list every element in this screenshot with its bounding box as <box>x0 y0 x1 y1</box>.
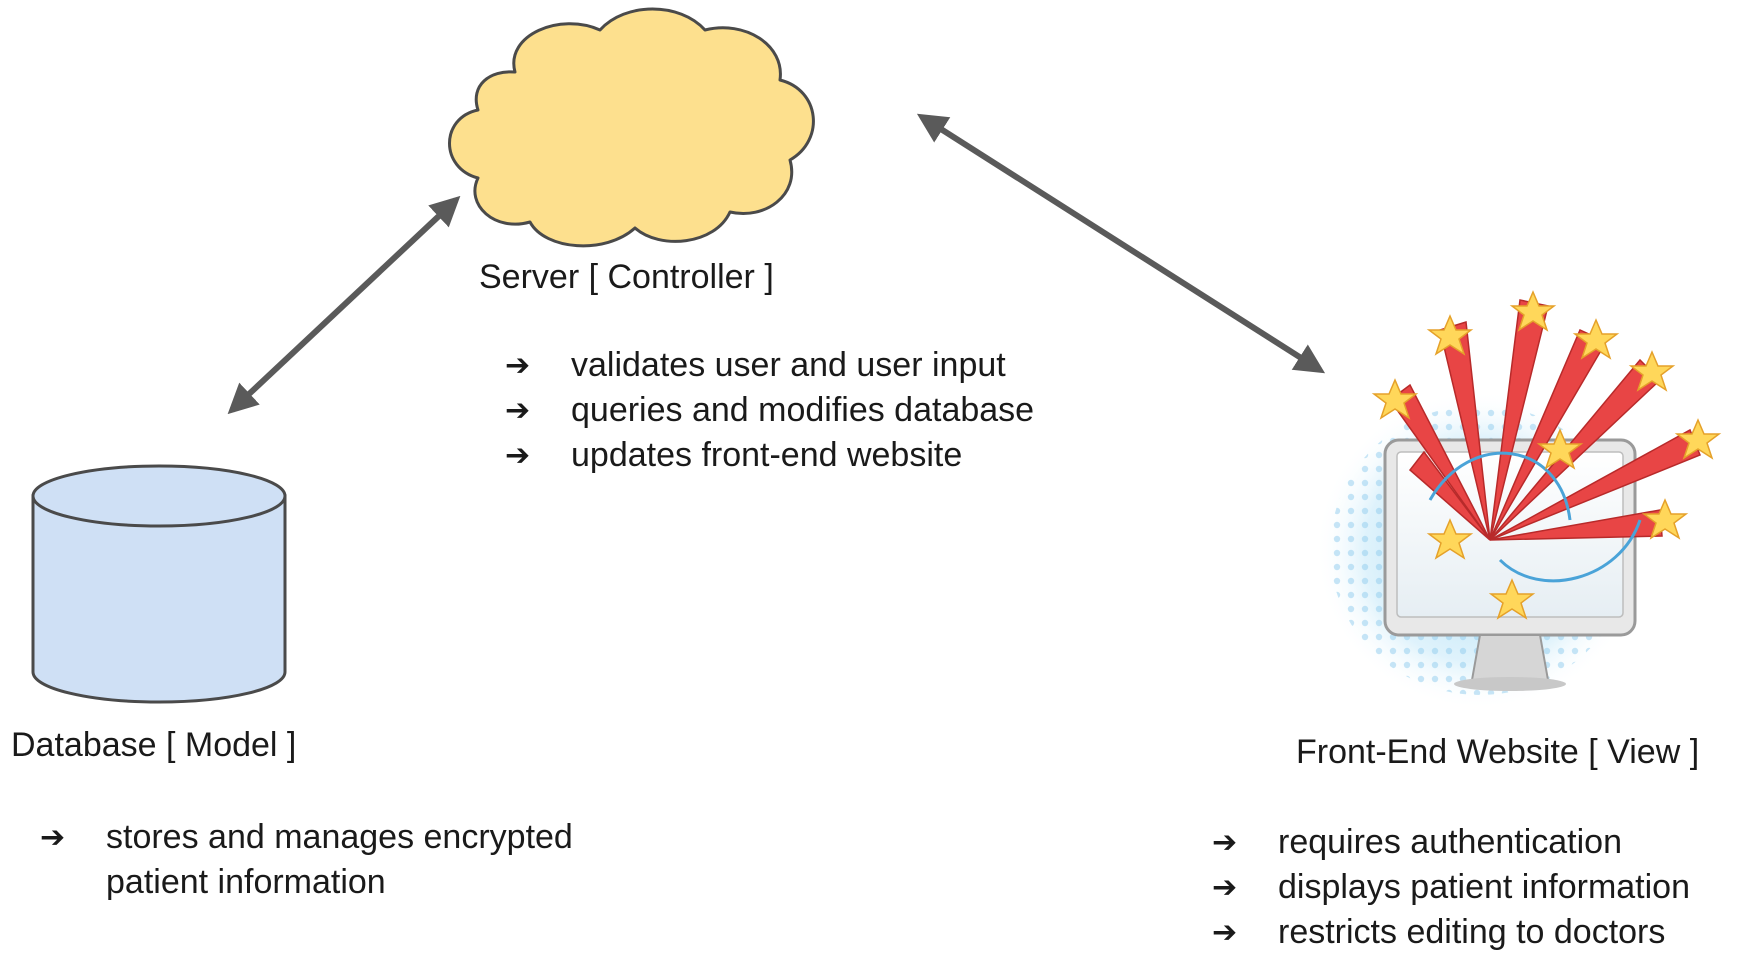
bullet-text: validates user and user input <box>571 346 1006 384</box>
list-item: ➔ validates user and user input <box>505 343 1034 388</box>
list-item: ➔ restricts editing to doctors <box>1212 910 1690 955</box>
database-bullets: ➔ stores and manages encrypted patient i… <box>40 815 640 905</box>
list-item: ➔ requires authentication <box>1212 820 1690 865</box>
bullet-arrow-icon: ➔ <box>1212 825 1238 860</box>
server-bullets: ➔ validates user and user input ➔ querie… <box>505 343 1034 478</box>
bullet-text: requires authentication <box>1278 823 1623 861</box>
list-item: ➔ queries and modifies database <box>505 388 1034 433</box>
bullet-arrow-icon: ➔ <box>40 820 66 855</box>
list-item: ➔ stores and manages encrypted patient i… <box>40 815 640 905</box>
bullet-text: displays patient information <box>1278 868 1691 906</box>
bullet-arrow-icon: ➔ <box>505 348 531 383</box>
list-item: ➔ updates front-end website <box>505 433 1034 478</box>
bullet-text: queries and modifies database <box>571 391 1035 429</box>
database-title: Database [ Model ] <box>11 726 297 764</box>
cloud-icon <box>448 7 815 248</box>
arrow-server-frontend <box>916 113 1326 374</box>
bullet-arrow-icon: ➔ <box>505 393 531 428</box>
frontend-title: Front-End Website [ View ] <box>1296 733 1700 771</box>
bullet-text: restricts editing to doctors <box>1278 913 1666 951</box>
server-title: Server [ Controller ] <box>479 258 774 296</box>
website-monitor-icon <box>1315 290 1722 710</box>
bullet-text: stores and manages encrypted patient inf… <box>106 818 573 901</box>
arrow-database-server <box>227 195 461 415</box>
list-item: ➔ displays patient information <box>1212 865 1690 910</box>
frontend-bullets: ➔ requires authentication ➔ displays pat… <box>1212 820 1690 955</box>
bullet-arrow-icon: ➔ <box>1212 870 1238 905</box>
bullet-text: updates front-end website <box>571 436 963 474</box>
bullet-arrow-icon: ➔ <box>505 438 531 473</box>
bullet-arrow-icon: ➔ <box>1212 915 1238 950</box>
database-cylinder-icon <box>31 464 287 704</box>
